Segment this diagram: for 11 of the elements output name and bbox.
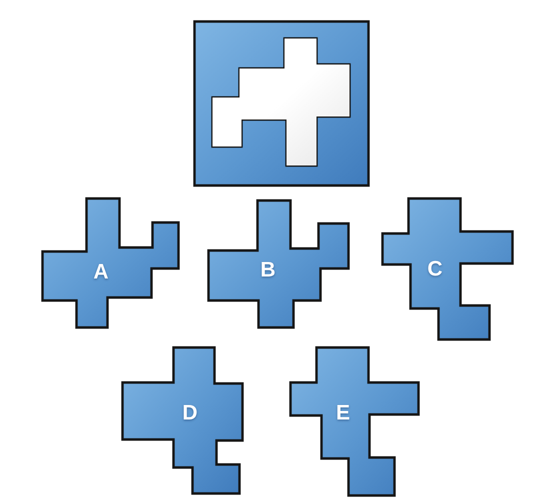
puzzle-piece [120,346,244,494]
piece-letter: C [427,258,443,280]
piece-letter: B [260,260,276,280]
piece-letter: D [182,402,198,424]
puzzle-piece [206,198,350,328]
puzzle-piece [288,346,420,496]
piece-letter: E [336,402,350,424]
puzzle-frame [192,20,370,186]
piece-letter: A [93,262,109,282]
puzzle-piece [40,196,180,328]
puzzle-piece [380,196,514,340]
